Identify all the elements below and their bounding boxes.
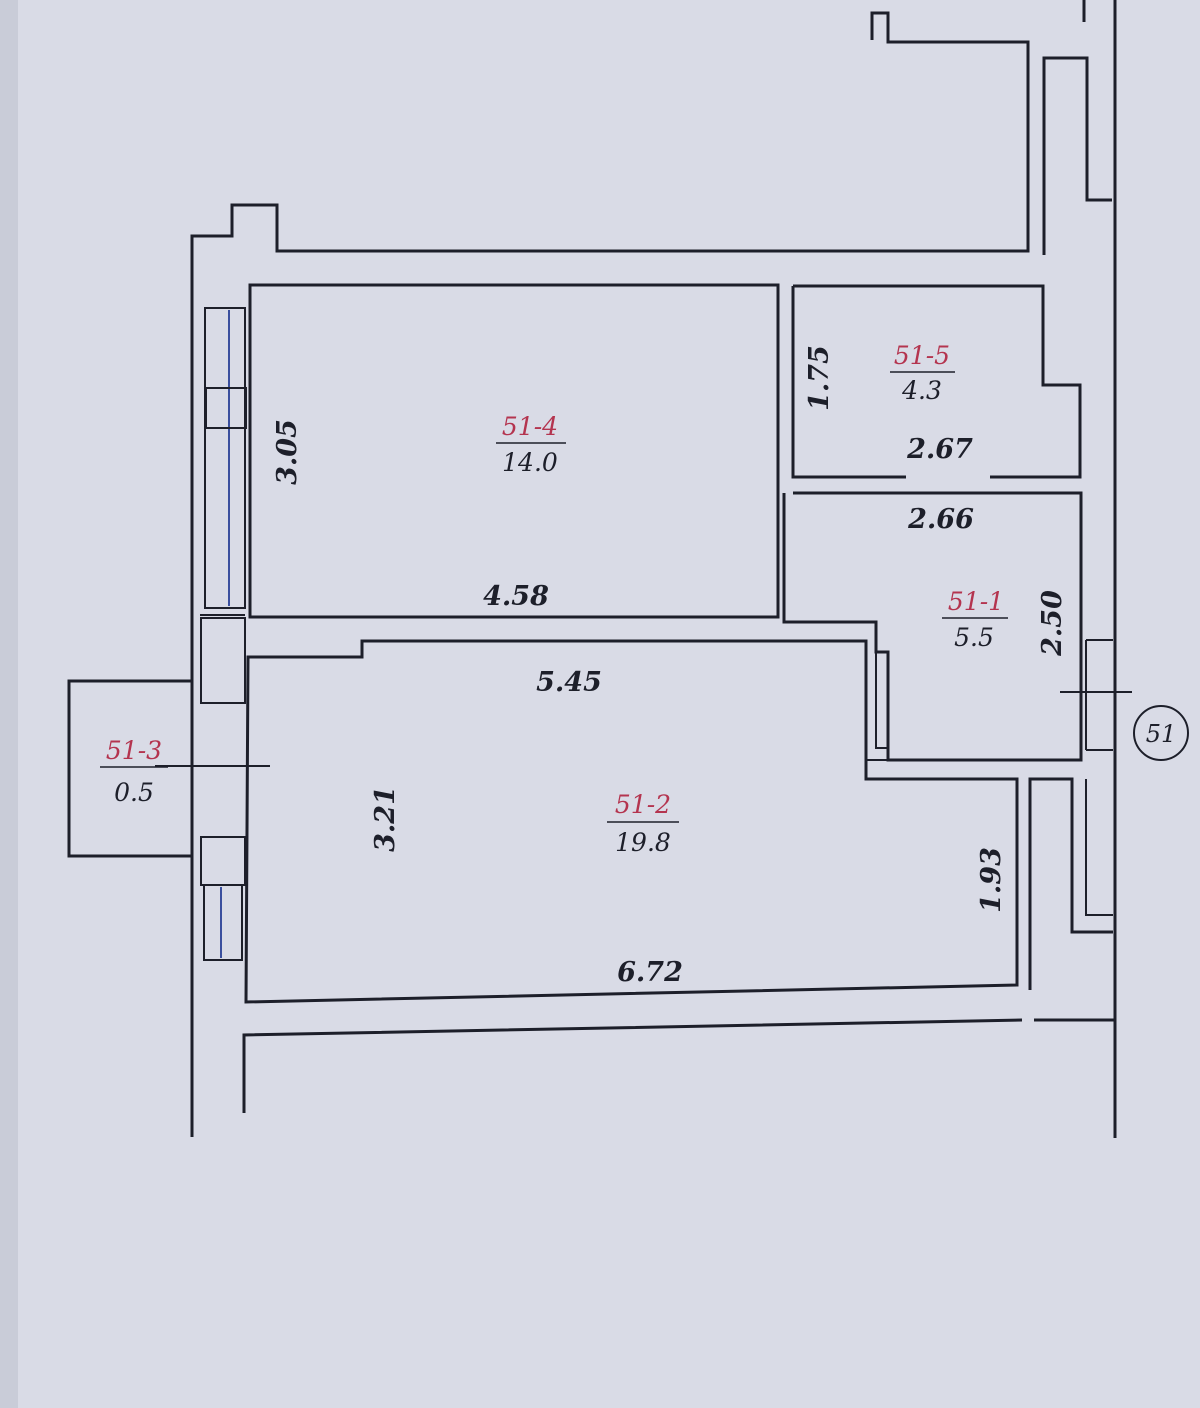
dim-51-2-bottom: 6.72: [617, 957, 683, 988]
room-area: 14.0: [502, 448, 558, 477]
room-area: 19.8: [615, 828, 671, 857]
dim-51-5-height: 1.75: [804, 345, 835, 411]
room-id: 51-4: [502, 412, 558, 441]
room-id: 51-5: [894, 341, 950, 370]
windows: [200, 307, 247, 961]
room-51-4-label: 51-4 14.0: [496, 412, 566, 477]
room-51-4-outline: [248, 283, 780, 619]
apartment-marker-circle: [1133, 705, 1189, 761]
balcony-51-3-label: 51-3 0.5: [100, 736, 168, 807]
dim-51-2-top: 5.45: [536, 667, 602, 698]
room-id: 51-2: [615, 790, 671, 819]
dim-51-2-right: 1.93: [976, 847, 1007, 913]
room-51-2-label: 51-2 19.8: [607, 790, 679, 857]
page-edge-shadow: [0, 0, 18, 1408]
room-51-1-label: 51-1 5.5: [942, 587, 1008, 652]
dim-51-1-width: 2.66: [907, 504, 974, 535]
dim-51-5-width: 2.67: [906, 434, 973, 465]
room-51-5-label: 51-5 4.3: [890, 341, 955, 405]
room-area: 0.5: [114, 778, 154, 807]
balcony-51-3-outline: [67, 679, 193, 858]
room-51-5-outline: [793, 284, 1082, 479]
room-51-1-outline: [782, 491, 1083, 762]
building-walls: [190, 0, 1117, 1138]
room-id: 51-3: [106, 736, 162, 765]
dim-51-4-width: 4.58: [483, 581, 549, 612]
dim-51-2-left: 3.21: [370, 786, 401, 852]
dim-51-1-height: 2.50: [1037, 590, 1068, 657]
right-risers: [1028, 639, 1132, 990]
room-area: 4.3: [901, 376, 942, 405]
apartment-marker: 51: [1146, 720, 1177, 748]
room-id: 51-1: [948, 587, 1004, 616]
dim-51-4-height: 3.05: [272, 419, 303, 485]
room-51-2-outline: [244, 639, 1019, 1004]
room-area: 5.5: [954, 623, 994, 652]
